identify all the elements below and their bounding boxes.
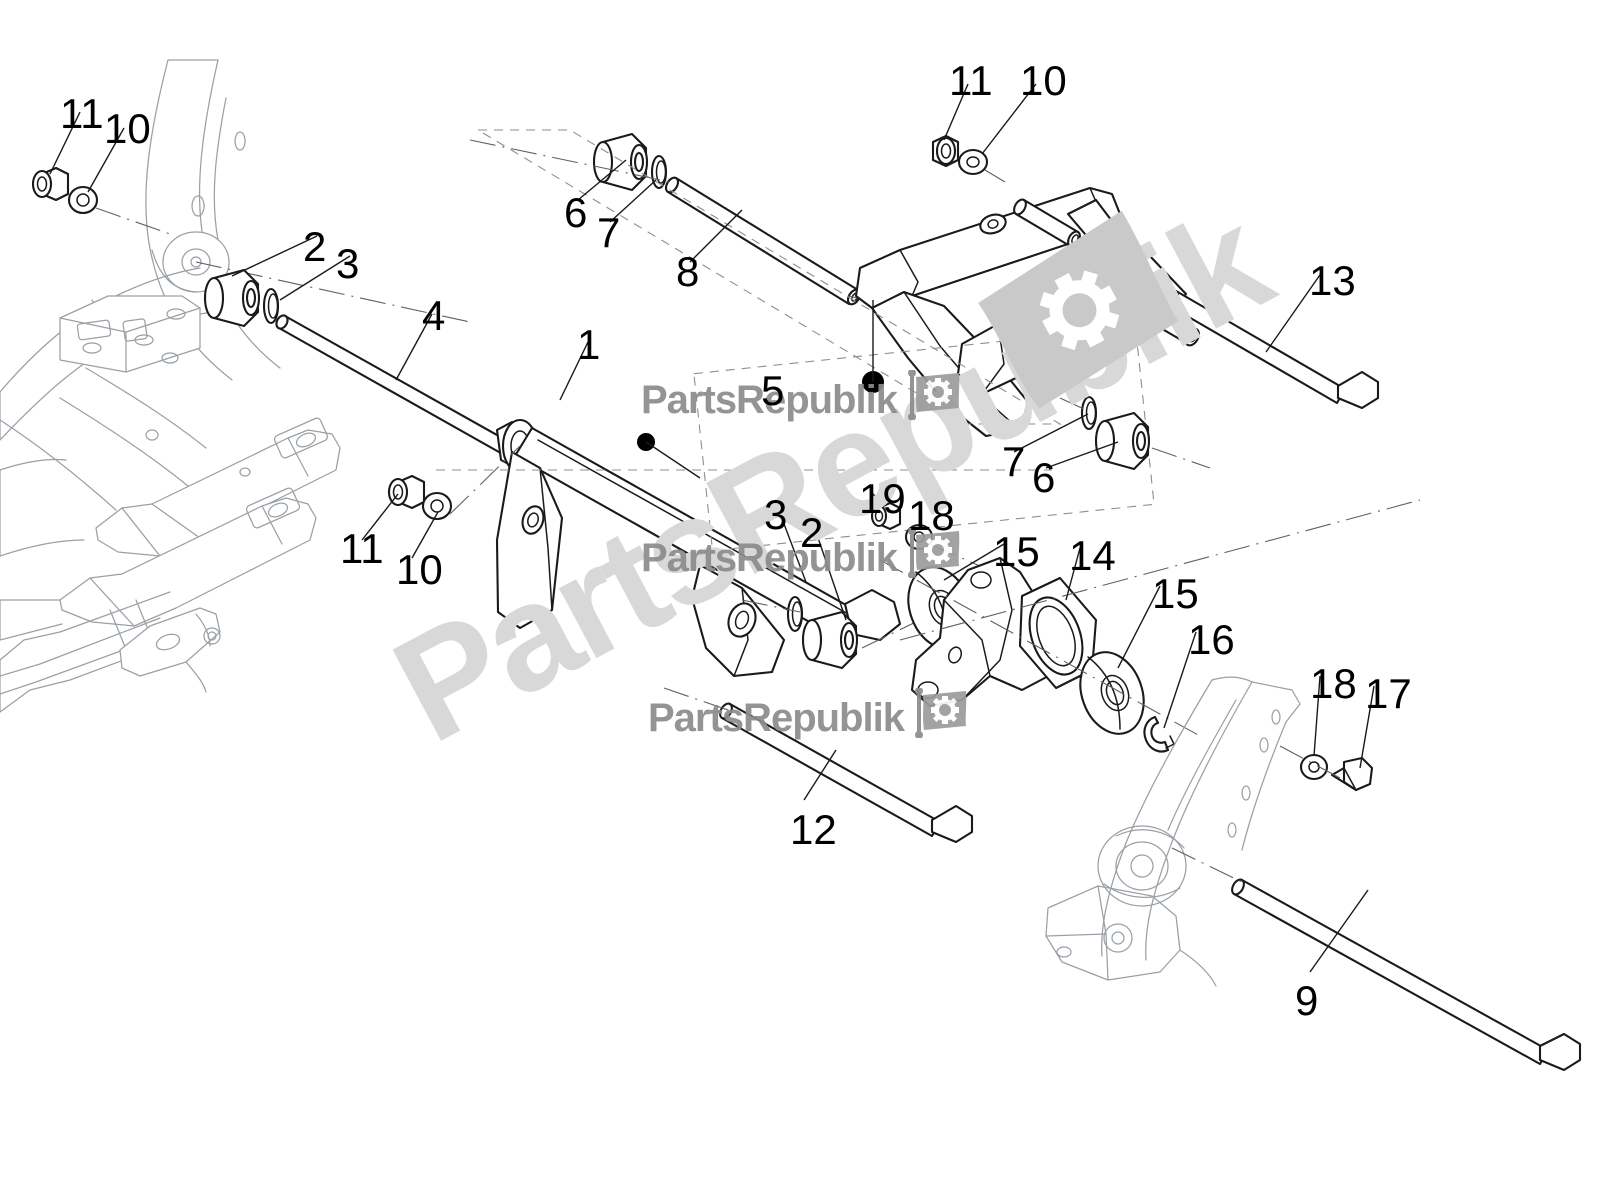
- frame-right-faint: [1045, 676, 1301, 987]
- assembly-dot-markers: [637, 300, 884, 479]
- part-13-bolt: [1165, 289, 1380, 410]
- part-12-bolt: [719, 702, 974, 844]
- part-15-bearing-right: [1079, 651, 1145, 735]
- part-11-nut-mid-left: [387, 474, 426, 510]
- callout-number-9: 9: [1295, 977, 1319, 1024]
- watermark-row-3: PartsRepublik: [648, 687, 970, 748]
- callout-number-10: 10: [396, 546, 443, 593]
- part-2-bushing-left: [203, 268, 261, 328]
- part-16-circlip: [1143, 715, 1175, 753]
- callout-number-13: 13: [1309, 257, 1356, 304]
- part-2-bushing-lower: [801, 610, 859, 670]
- flag-gear-icon: [914, 687, 970, 748]
- callout-number-15: 15: [1152, 570, 1199, 617]
- part-7-washer-right: [1080, 395, 1098, 431]
- watermark-text: PartsRepublik: [641, 535, 898, 580]
- callout-number-11: 11: [60, 90, 104, 137]
- callout-number-2: 2: [303, 223, 327, 270]
- part-3-washer-lower: [786, 595, 804, 633]
- watermark-text: PartsRepublik: [648, 695, 905, 740]
- part-11-nut-top-left: [31, 166, 70, 202]
- part-17-bolt: [1330, 756, 1374, 792]
- callout-number-6: 6: [564, 189, 588, 236]
- watermark-large-flag-gear-logo: [960, 196, 1216, 440]
- callout-leader-lines: [49, 83, 1375, 973]
- callout-number-11: 11: [949, 57, 993, 104]
- callout-number-18: 18: [1310, 660, 1357, 707]
- callout-number-18: 18: [908, 492, 955, 539]
- callout-number-7: 7: [597, 209, 621, 256]
- callout-number-1: 1: [577, 321, 601, 368]
- callout-number-6: 6: [1032, 454, 1056, 501]
- frame-left-faint: [0, 59, 341, 713]
- part-6-bushing-top: [592, 132, 649, 192]
- part-19-nut: [870, 501, 902, 531]
- callout-number-7: 7: [1002, 438, 1026, 485]
- watermark-text: PartsRepublik: [641, 377, 898, 422]
- callout-number-15: 15: [993, 528, 1040, 575]
- watermark-row-1: PartsRepublik: [641, 369, 963, 430]
- callout-number-17: 17: [1365, 670, 1412, 717]
- part-10-washer-top-left: [67, 185, 99, 215]
- callout-number-12: 12: [790, 806, 837, 853]
- part-10-washer-top-right: [957, 148, 989, 176]
- part-10-washer-mid-left: [421, 491, 453, 521]
- flag-gear-icon: [907, 527, 963, 588]
- flag-gear-icon: [978, 210, 1179, 409]
- callout-number-4: 4: [422, 292, 446, 339]
- part-6-bushing-right: [1094, 411, 1151, 471]
- part-9-long-bolt: [1231, 878, 1582, 1072]
- callout-number-10: 10: [104, 105, 151, 152]
- callout-number-5: 5: [761, 367, 785, 414]
- callout-number-2: 2: [800, 509, 824, 556]
- part-11-nut-top-right: [931, 134, 960, 168]
- flag-gear-icon: [907, 369, 963, 430]
- callout-number-3: 3: [764, 491, 788, 538]
- callout-number-10: 10: [1020, 57, 1067, 104]
- part-14-hub-bracket: [910, 556, 1098, 708]
- callout-number-14: 14: [1069, 532, 1116, 579]
- callout-number-16: 16: [1188, 616, 1235, 663]
- callout-number-11: 11: [340, 525, 384, 572]
- part-18-washer-right: [1299, 753, 1329, 781]
- watermark-row-2: PartsRepublik: [641, 527, 963, 588]
- callout-number-19: 19: [859, 475, 906, 522]
- callout-number-8: 8: [676, 248, 700, 295]
- callout-number-3: 3: [336, 240, 360, 287]
- part-1-swing-arm: [495, 418, 902, 678]
- part-3-washer-left: [262, 287, 280, 325]
